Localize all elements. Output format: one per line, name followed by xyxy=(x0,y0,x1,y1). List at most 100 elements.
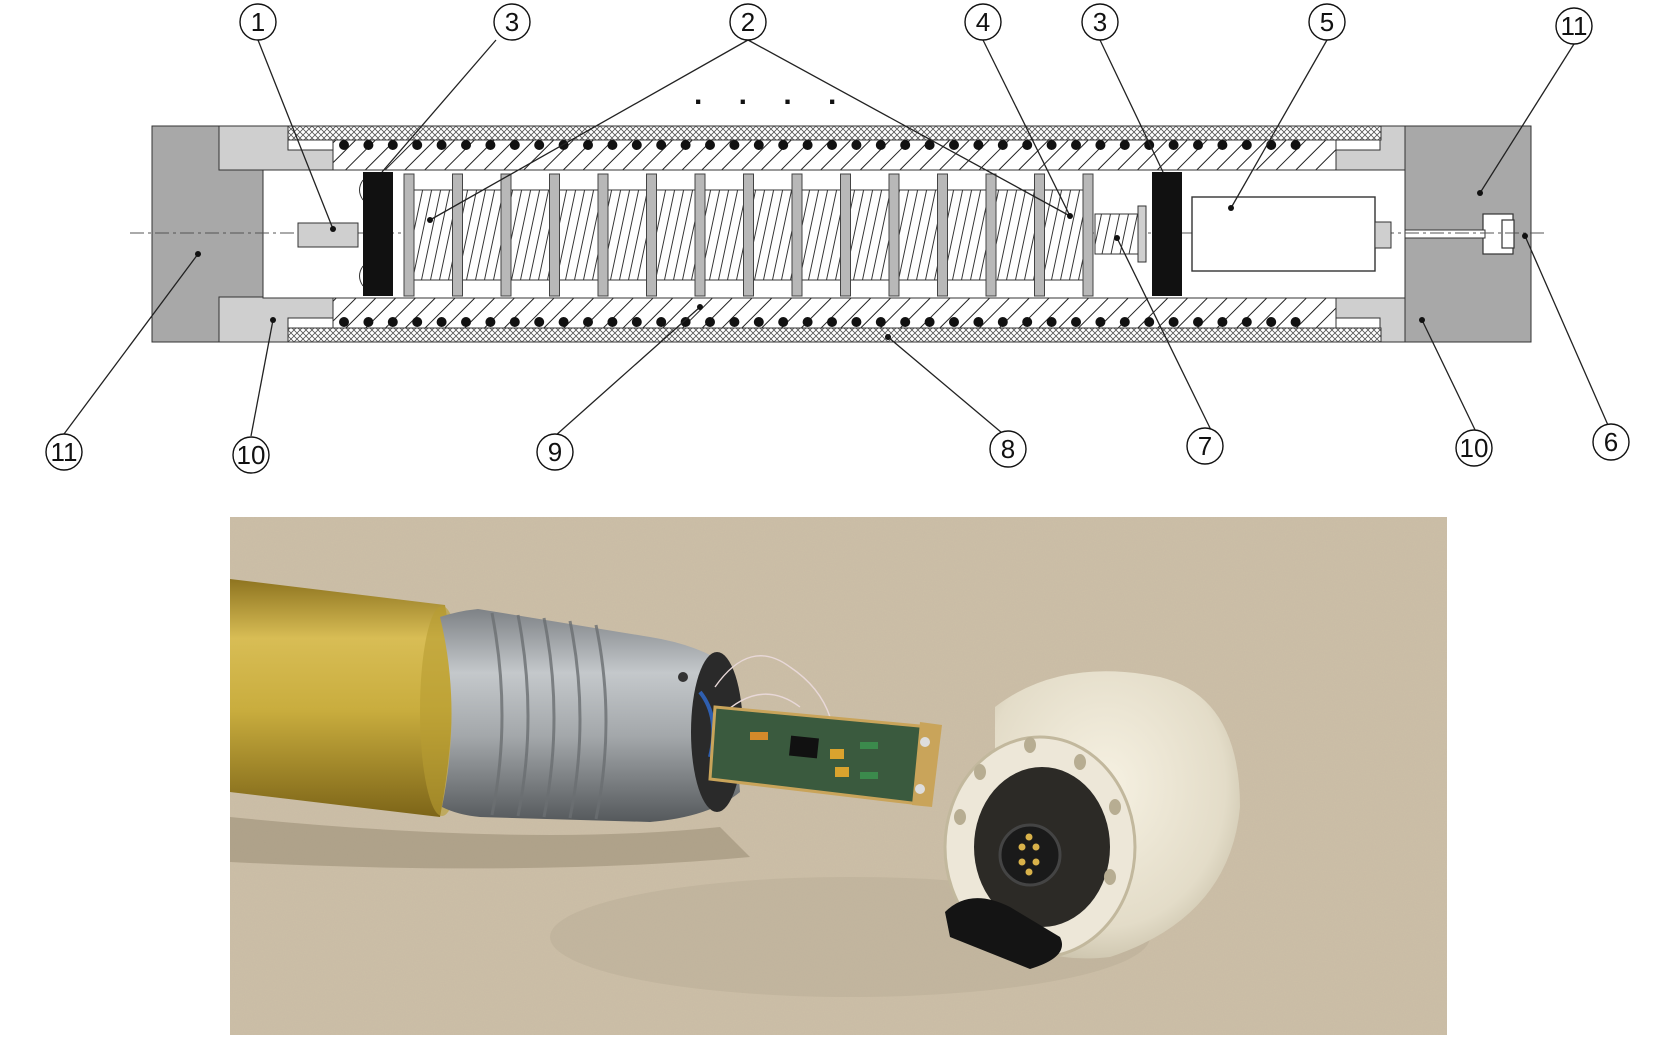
winding-dot xyxy=(1241,317,1252,327)
spacer-disk xyxy=(597,173,609,297)
winding-dot xyxy=(583,317,593,327)
callout-8-label: 8 xyxy=(1001,434,1015,464)
white-end-cap xyxy=(943,671,1240,969)
winding-dot xyxy=(949,140,959,150)
spacer-disk xyxy=(452,173,463,297)
magnet-left xyxy=(363,172,393,296)
winding-dot xyxy=(412,140,423,150)
winding-dot xyxy=(924,140,935,150)
winding-dot xyxy=(1217,140,1228,150)
winding-dot xyxy=(1119,317,1130,327)
winding-dot xyxy=(949,317,959,327)
winding-dot xyxy=(1046,140,1057,150)
winding-dot xyxy=(1119,140,1130,150)
callout-11-left: 11 xyxy=(45,433,83,471)
winding-dot xyxy=(875,317,886,327)
spacer-disk xyxy=(646,173,657,297)
winding-dot xyxy=(607,140,618,150)
callout-3-right-label: 3 xyxy=(1093,7,1107,37)
winding-dot xyxy=(656,140,667,150)
callout-2-label: 2 xyxy=(741,7,755,37)
callout-5: 5 xyxy=(1308,3,1346,41)
winding-dot xyxy=(997,317,1008,327)
winding-dot xyxy=(363,317,374,327)
winding-dot xyxy=(851,317,862,327)
rubber-flap xyxy=(945,898,1062,969)
callout-9-label: 9 xyxy=(548,437,562,467)
winding-dot xyxy=(1241,140,1252,150)
connector-pins xyxy=(1018,833,1040,876)
winding-dot xyxy=(705,140,715,150)
spacer-disks xyxy=(403,173,1094,297)
winding-dot xyxy=(753,140,764,150)
callout-4: 4 xyxy=(964,3,1002,41)
spacer-disk xyxy=(1082,173,1094,297)
leader-dots xyxy=(195,190,1528,340)
winding-dot xyxy=(729,317,740,327)
winding-dots xyxy=(339,140,1301,327)
winding-dot xyxy=(705,317,715,327)
winding-dot xyxy=(485,317,496,327)
leader-lines xyxy=(63,39,1612,439)
outer-winding-top xyxy=(287,125,1382,141)
spacer-disk xyxy=(549,173,560,297)
winding-dot xyxy=(534,140,545,150)
winding-dot xyxy=(631,317,642,327)
winding-dot xyxy=(1022,140,1033,150)
winding-dot xyxy=(485,140,496,150)
winding-dot xyxy=(729,140,740,150)
winding-dot xyxy=(534,317,545,327)
winding-dot xyxy=(387,140,398,150)
spacer-disk xyxy=(500,173,512,297)
winding-dot xyxy=(412,317,423,327)
winding-dot xyxy=(461,317,471,327)
winding-dot xyxy=(436,317,447,327)
winding-dot xyxy=(778,317,789,327)
cross-section-diagram: . . . . 1 3 2 4 3 5 11 11 10 9 8 7 10 6 xyxy=(45,3,1630,474)
winding-dot xyxy=(1168,140,1179,150)
aluminum-housing xyxy=(440,609,740,822)
spring-7 xyxy=(1094,213,1144,255)
winding-dot xyxy=(558,317,569,327)
winding-dot xyxy=(997,140,1008,150)
callout-7-label: 7 xyxy=(1198,431,1212,461)
callout-9: 9 xyxy=(536,433,574,471)
winding-dot xyxy=(973,140,984,150)
callout-3-left-label: 3 xyxy=(505,7,519,37)
winding-dot xyxy=(387,317,398,327)
winding-dot xyxy=(1290,140,1301,150)
spacer-disk xyxy=(791,173,803,297)
winding-dot xyxy=(656,317,667,327)
callout-10-right: 10 xyxy=(1455,429,1493,467)
callout-3-right: 3 xyxy=(1081,3,1119,41)
callout-11-right: 11 xyxy=(1555,7,1593,45)
callout-10-left: 10 xyxy=(232,436,270,474)
winding-dot xyxy=(900,140,911,150)
winding-dot xyxy=(363,140,374,150)
callout-1: 1 xyxy=(239,3,277,41)
callout-1-label: 1 xyxy=(251,7,265,37)
callout-5-label: 5 xyxy=(1320,7,1334,37)
winding-dot xyxy=(607,317,618,327)
winding-dot xyxy=(680,140,691,150)
winding-dot xyxy=(436,140,447,150)
winding-dot xyxy=(680,317,691,327)
winding-dot xyxy=(339,140,349,150)
magnet-right xyxy=(1152,172,1182,296)
winding-dot xyxy=(753,317,764,327)
callout-11-left-label: 11 xyxy=(51,437,78,467)
outer-winding-bottom xyxy=(287,327,1382,343)
spacer-disk xyxy=(694,173,706,297)
winding-dot xyxy=(1095,140,1106,150)
winding-dot xyxy=(827,140,837,150)
yellow-tube xyxy=(230,579,453,817)
winding-dot xyxy=(1095,317,1106,327)
winding-dot xyxy=(802,317,813,327)
winding-dot xyxy=(778,140,789,150)
winding-dot xyxy=(973,317,984,327)
winding-dot xyxy=(1217,317,1228,327)
callout-8: 8 xyxy=(989,430,1027,468)
callout-11-right-label: 11 xyxy=(1561,11,1588,41)
winding-dot xyxy=(509,317,520,327)
winding-dot xyxy=(1071,140,1081,150)
